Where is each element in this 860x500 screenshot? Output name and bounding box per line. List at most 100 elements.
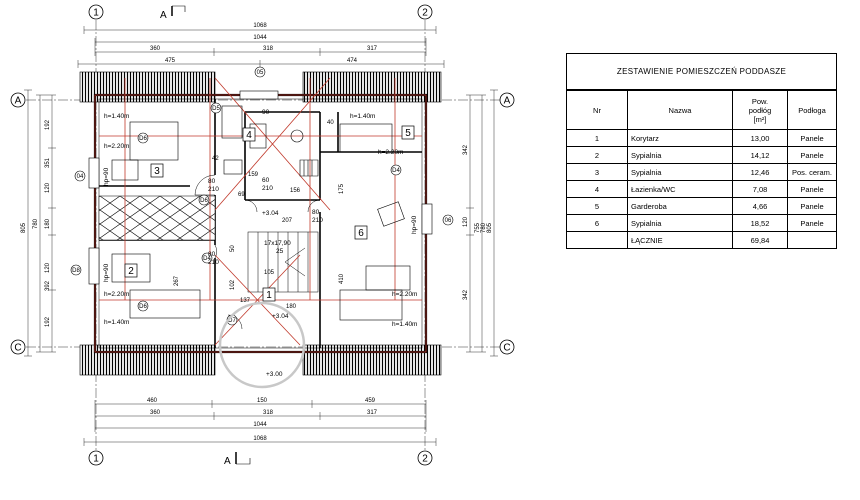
axis-label-left-a: A [15, 96, 22, 107]
dim-left-a7: 192 [45, 316, 51, 327]
dim-right-a4: 342 [463, 289, 469, 300]
dim-right-outer: 805 [487, 222, 493, 233]
dim-bot-b3: 317 [367, 410, 378, 416]
cell-area: 18,52 [732, 214, 788, 232]
tag-d4: D4 [392, 168, 400, 174]
door-width: 80 [208, 251, 216, 258]
tag-d7: D7 [228, 318, 236, 324]
window-sill-note: hp=90 [103, 263, 110, 282]
bed-room-5 [339, 123, 393, 153]
dim-left-mid: 780 [33, 218, 39, 229]
table-row: 1 Korytarz 13,00 Panele [567, 129, 836, 147]
axis-label-top-1: 1 [93, 8, 99, 19]
roof-hatch [79, 71, 442, 376]
room-number-1: 1 [266, 290, 272, 301]
bottom-dimensions [83, 400, 437, 446]
tag-06-right: 06 [445, 218, 452, 224]
axis-label-left-c: C [14, 343, 21, 354]
axis-label-top-2: 2 [422, 8, 428, 19]
dim-interior: 137 [240, 298, 251, 304]
dim-right-mid: 780 [481, 222, 487, 233]
dim-right-a2: 342 [463, 144, 469, 155]
total-row: ŁĄCZNIE 69,84 [567, 231, 836, 248]
dim-right-a3: 120 [463, 216, 469, 227]
table-row: 6 Sypialnia 18,52 Panele [567, 214, 836, 232]
dim-left-a2: 351 [45, 157, 51, 168]
dim-interior: 180 [286, 304, 297, 310]
toilet [290, 129, 304, 143]
room-number-boxes [124, 125, 415, 302]
cell-floor: Panele [787, 197, 836, 215]
dim-bot-a2: 150 [257, 398, 268, 404]
col-header-area-line2: podłóg [748, 105, 772, 115]
door-height: 210 [208, 186, 219, 193]
cell-name: Sypialnia [627, 146, 733, 164]
axis-label-right-c: C [503, 343, 510, 354]
col-header-nr: Nr [567, 90, 628, 130]
cell-floor: Pos. ceram. [787, 163, 836, 181]
table-row: 2 Sypialnia 14,12 Panele [567, 146, 836, 164]
dim-interior: 175 [339, 183, 345, 194]
cell-empty [567, 231, 628, 248]
height-note: h=1.40m [392, 321, 417, 328]
col-header-area-line1: Pow. [751, 96, 769, 106]
axis-label-bottom-1: 1 [93, 454, 99, 465]
cell-name: Łazienka/WC [627, 180, 733, 198]
tag-04-left: 04 [77, 174, 84, 180]
door-width: 60 [262, 177, 270, 184]
dim-interior: 207 [282, 218, 293, 224]
dim-interior: 267 [174, 275, 180, 286]
right-dimensions [466, 89, 498, 357]
cell-floor: Panele [787, 180, 836, 198]
cell-name: Korytarz [627, 129, 733, 147]
total-value: 69,84 [732, 231, 788, 248]
dim-right-a1: 755 [475, 222, 481, 233]
desk-room-3 [111, 159, 139, 181]
table-row: 4 Łazienka/WC 7,08 Panele [567, 180, 836, 198]
schedule-table: Nr Nazwa Pow. podłóg [m²] Podłoga 1 Kory… [567, 90, 836, 248]
door-height: 210 [262, 185, 273, 192]
dim-left-outer: 805 [21, 222, 27, 233]
desk-room-2 [111, 253, 151, 283]
door-height: 210 [208, 259, 219, 266]
interior-dimension-labels: 159 69 156 207 105 137 180 267 410 175 5… [174, 120, 345, 310]
bottom-dimension-labels: 460 150 459 360 318 317 1044 1068 [147, 398, 378, 442]
cell-area: 4,66 [732, 197, 788, 215]
dim-interior: 40 [327, 120, 334, 126]
wardrobes [98, 195, 216, 241]
level-mark: +3.04 [262, 210, 279, 217]
cell-area: 7,08 [732, 180, 788, 198]
dim-top-overall: 1068 [253, 23, 267, 29]
cell-empty [787, 231, 836, 248]
tag-05: 05 [257, 70, 264, 76]
dim-left-a3: 120 [45, 182, 51, 193]
dim-interior: 410 [339, 273, 345, 284]
cell-floor: Panele [787, 146, 836, 164]
cell-nr: 3 [567, 163, 628, 181]
level-mark: +3.00 [266, 371, 283, 378]
dim-left-a5: 120 [45, 262, 51, 273]
cell-area: 12,46 [732, 163, 788, 181]
door-height: 210 [312, 217, 323, 224]
left-dimensions [24, 89, 56, 357]
height-note: h=2.20m [104, 143, 129, 150]
dim-left-a6: 392 [45, 280, 51, 291]
dim-top-a3: 317 [367, 46, 378, 52]
stair [247, 231, 319, 293]
dim-interior: 69 [238, 192, 245, 198]
dim-interior: 102 [230, 279, 236, 290]
right-dimension-labels: 342 120 342 755 780 805 [463, 144, 493, 300]
dim-bot-a1: 460 [147, 398, 158, 404]
cell-nr: 6 [567, 214, 628, 232]
dim-top-a2: 318 [263, 46, 274, 52]
dim-left-a1: 192 [45, 119, 51, 130]
room-number-5: 5 [405, 128, 411, 139]
table-row: 3 Sypialnia 12,46 Pos. ceram. [567, 163, 836, 181]
room-number-2: 2 [128, 266, 134, 277]
stair-count: 25 [276, 248, 284, 255]
floor-plan: 1 2 1 2 A C A C A A 1068 1044 360 318 [10, 4, 515, 467]
tag-d8: D8 [72, 268, 80, 274]
tag-markers [70, 66, 454, 326]
tag-d4-b: D4 [203, 256, 211, 262]
level-mark: +3.04 [272, 313, 289, 320]
